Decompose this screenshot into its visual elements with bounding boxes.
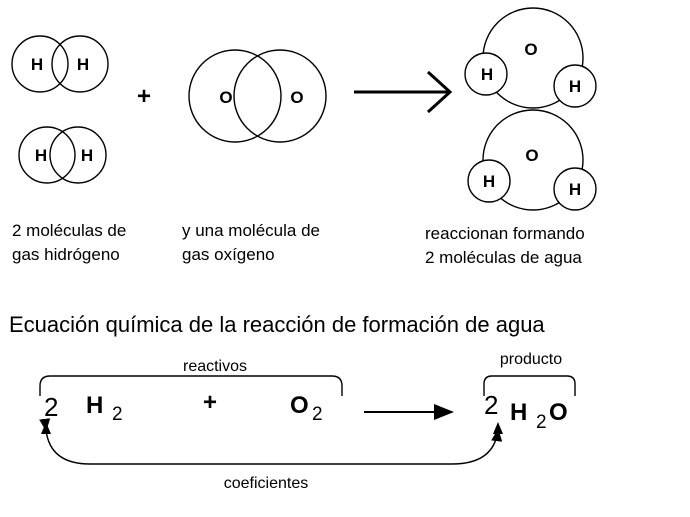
water-molecule-2: O H H	[467, 109, 597, 211]
h-atom-circle	[49, 126, 107, 184]
o-atom-circle	[482, 109, 584, 211]
product-coefficient: 2	[484, 390, 498, 420]
h-atom-circle	[553, 64, 597, 108]
caption-reactant1-line1: 2 moléculas de	[12, 221, 126, 240]
oxygen-symbol: O	[290, 392, 309, 419]
equation-plus-sign: +	[203, 389, 217, 416]
h-atom-circle	[464, 52, 508, 96]
o-atom-circle	[233, 49, 327, 143]
water-o-symbol: O	[549, 399, 568, 426]
coefficient-arrowhead-left	[41, 422, 51, 434]
hydrogen-molecule-1: H H	[11, 35, 109, 93]
caption-product-line2: 2 moléculas de agua	[425, 248, 582, 267]
h-atom-circle	[11, 35, 69, 93]
hydrogen-symbol: H	[86, 392, 103, 419]
coefficients-curve-arrow	[39, 418, 503, 465]
coefficients-label: coeficientes	[224, 475, 309, 492]
oxygen-subscript: 2	[312, 404, 323, 425]
reactants-label: reactivos	[183, 358, 247, 375]
equation-title: Ecuación química de la reacción de forma…	[9, 312, 545, 337]
o-atom-label: O	[290, 88, 303, 107]
h-atom-label: H	[483, 172, 495, 191]
h-atom-circle	[51, 35, 109, 93]
water-h-symbol: H	[510, 399, 527, 426]
h-atom-label: H	[77, 55, 89, 74]
caption-product-line1: reaccionan formando	[425, 224, 585, 243]
plus-sign: +	[137, 83, 151, 110]
reaction-arrow	[354, 70, 453, 114]
h-atom-circle	[18, 126, 76, 184]
product-bracket	[483, 375, 576, 396]
h-atom-circle	[553, 167, 597, 211]
o-atom-label: O	[219, 88, 232, 107]
h-atom-circle	[467, 159, 511, 203]
o-atom-label: O	[524, 40, 537, 59]
o-atom-circle	[188, 49, 282, 143]
reactant-coefficient: 2	[44, 392, 58, 422]
hydrogen-subscript: 2	[112, 404, 123, 425]
water-h-subscript: 2	[536, 412, 547, 433]
h-atom-label: H	[569, 77, 581, 96]
coefficient-arrowhead-right	[493, 422, 503, 434]
reactants-bracket	[39, 375, 343, 396]
oxygen-molecule: O O	[188, 49, 327, 143]
o-atom-label: O	[525, 146, 538, 165]
product-label: producto	[500, 351, 562, 368]
caption-reactant1-line2: gas hidrógeno	[12, 245, 120, 264]
h-atom-label: H	[35, 146, 47, 165]
caption-reactant2-line1: y una molécula de	[182, 221, 320, 240]
h-atom-label: H	[31, 55, 43, 74]
caption-reactant2-line2: gas oxígeno	[182, 245, 275, 264]
water-molecule-1: O H H	[464, 7, 597, 109]
h-atom-label: H	[481, 65, 493, 84]
hydrogen-molecule-2: H H	[18, 126, 107, 184]
h-atom-label: H	[569, 180, 581, 199]
h-atom-label: H	[81, 146, 93, 165]
